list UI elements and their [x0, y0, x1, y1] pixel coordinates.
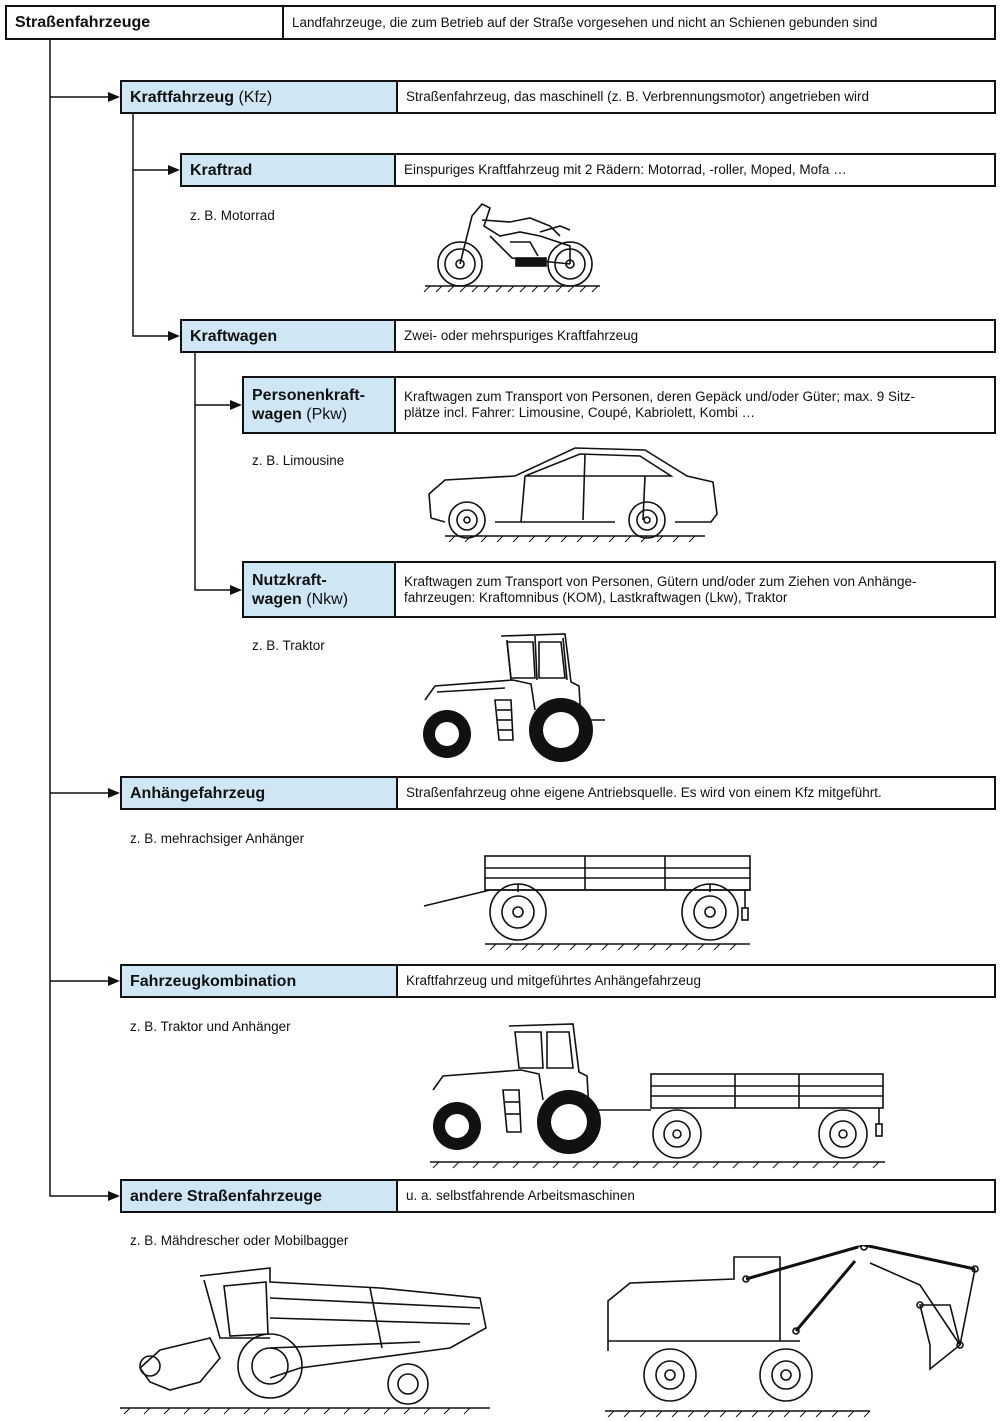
- kraftrad-box: Kraftrad Einspuriges Kraftfahrzeug mit 2…: [180, 153, 996, 187]
- andere-box: andere Straßenfahrzeuge u. a. selbstfahr…: [120, 1179, 996, 1213]
- nkw-term: Nutzkraft- wagen (Nkw): [244, 563, 396, 616]
- pkw-definition-line1: Kraftwagen zum Transport von Personen, d…: [404, 389, 916, 404]
- root-term: Straßenfahrzeuge: [7, 7, 284, 38]
- kfz-abbr: (Kfz): [238, 88, 273, 106]
- pkw-term-line2: wagen: [252, 406, 302, 423]
- motorcycle-illustration: [423, 203, 600, 293]
- anhaenger-example: z. B. mehrachsiger Anhänger: [130, 831, 305, 846]
- nkw-box: Nutzkraft- wagen (Nkw) Kraftwagen zum Tr…: [242, 561, 996, 618]
- tractor-illustration: [423, 633, 605, 762]
- pkw-definition-line2: plätze incl. Fahrer: Limousine, Coupé, K…: [404, 405, 756, 420]
- kraftrad-example: z. B. Motorrad: [190, 208, 275, 223]
- pkw-term: Personenkraft- wagen (Pkw): [244, 378, 396, 432]
- root-definition: Landfahrzeuge, die zum Betrieb auf der S…: [292, 14, 878, 30]
- pkw-example: z. B. Limousine: [252, 453, 345, 468]
- limousine-illustration: [428, 447, 718, 543]
- kfz-term: Kraftfahrzeug (Kfz): [122, 82, 398, 112]
- mobile-excavator-illustration: [605, 1245, 979, 1418]
- combine-harvester-illustration: [120, 1267, 490, 1415]
- anhaenger-definition: Straßenfahrzeug ohne eigene Antriebsquel…: [406, 785, 882, 800]
- kraftwagen-definition: Zwei- oder mehrspuriges Kraftfahrzeug: [404, 328, 639, 343]
- kraftrad-term: Kraftrad: [182, 155, 396, 185]
- kfz-definition: Straßenfahrzeug, das maschinell (z. B. V…: [406, 89, 869, 104]
- kombination-definition: Kraftfahrzeug und mitgeführtes Anhängefa…: [406, 973, 701, 988]
- kfz-term-label: Kraftfahrzeug: [130, 88, 235, 106]
- andere-example: z. B. Mähdrescher oder Mobilbagger: [130, 1233, 349, 1248]
- anhaenger-box: Anhängefahrzeug Straßenfahrzeug ohne eig…: [120, 776, 996, 810]
- kombination-example: z. B. Traktor und Anhänger: [130, 1019, 291, 1034]
- nkw-term-line1: Nutzkraft-: [252, 571, 327, 589]
- andere-definition: u. a. selbstfahrende Arbeitsmaschinen: [406, 1188, 635, 1203]
- pkw-box: Personenkraft- wagen (Pkw) Kraftwagen zu…: [242, 376, 996, 434]
- kraftwagen-box: Kraftwagen Zwei- oder mehrspuriges Kraft…: [180, 319, 996, 353]
- pkw-definition: Kraftwagen zum Transport von Personen, d…: [396, 378, 994, 432]
- kombination-term: Fahrzeugkombination: [122, 966, 398, 996]
- andere-term: andere Straßenfahrzeuge: [122, 1181, 398, 1211]
- kombination-box: Fahrzeugkombination Kraftfahrzeug und mi…: [120, 964, 996, 998]
- anhaenger-term: Anhängefahrzeug: [122, 778, 398, 808]
- nkw-definition: Kraftwagen zum Transport von Personen, G…: [396, 563, 994, 616]
- kraftwagen-term: Kraftwagen: [182, 321, 396, 351]
- nkw-term-line2: wagen: [252, 590, 302, 608]
- kraftrad-definition: Einspuriges Kraftfahrzeug mit 2 Rädern: …: [404, 162, 847, 177]
- kfz-box: Kraftfahrzeug (Kfz) Straßenfahrzeug, das…: [120, 80, 996, 114]
- nkw-definition-line2: fahrzeugen: Kraftomnibus (KOM), Lastkraf…: [404, 589, 788, 605]
- pkw-term-line1: Personenkraft-: [252, 387, 365, 404]
- nkw-example: z. B. Traktor: [252, 638, 325, 653]
- trailer-illustration: [423, 855, 751, 950]
- root-box: Straßenfahrzeuge Landfahrzeuge, die zum …: [5, 5, 996, 40]
- nkw-definition-line1: Kraftwagen zum Transport von Personen, G…: [404, 573, 917, 589]
- pkw-abbr: (Pkw): [306, 406, 348, 423]
- tractor-trailer-illustration: [430, 1023, 885, 1169]
- nkw-abbr: (Nkw): [306, 590, 349, 608]
